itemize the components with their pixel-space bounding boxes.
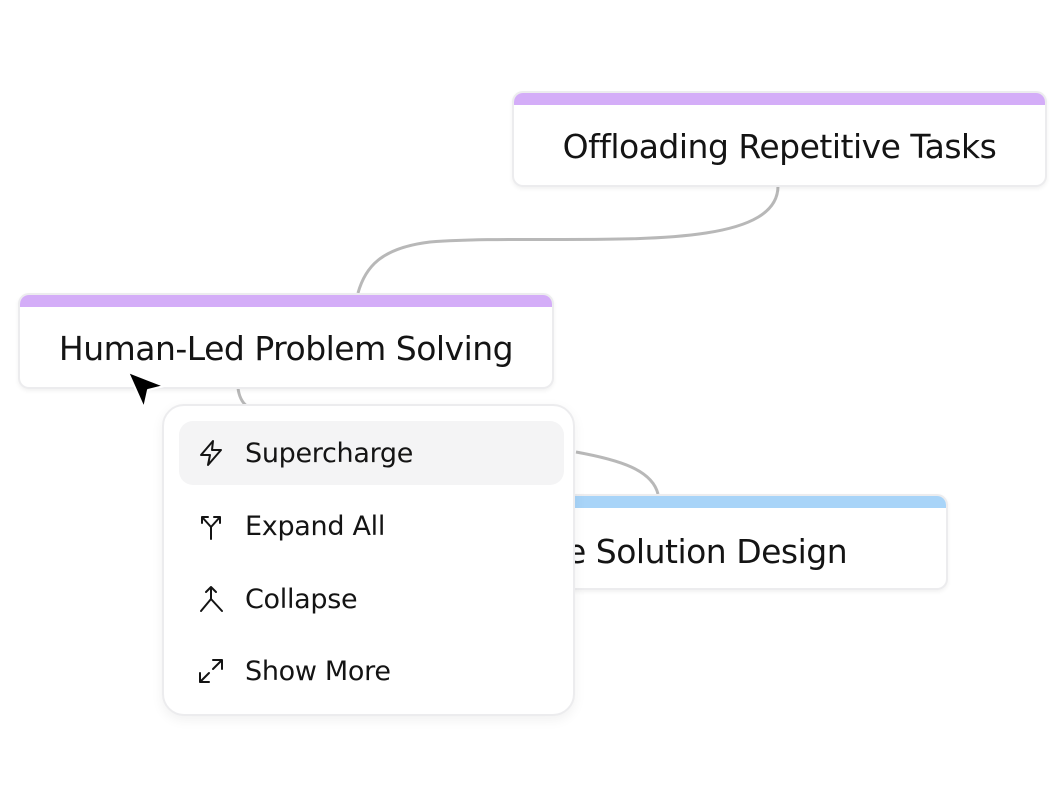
node-color-bar <box>514 93 1045 105</box>
menu-item-label: Expand All <box>245 510 386 542</box>
node-label: e Solution Design <box>566 532 848 571</box>
menu-item-expand-all[interactable]: Expand All <box>179 494 564 558</box>
diagonal-expand-icon <box>195 655 227 687</box>
node-solution-design[interactable]: e Solution Design <box>548 494 948 590</box>
connector-human-solution-tail <box>575 450 660 495</box>
node-label: Human-Led Problem Solving <box>58 329 514 368</box>
node-offloading-repetitive-tasks[interactable]: Offloading Repetitive Tasks <box>512 91 1047 187</box>
menu-item-label: Show More <box>245 655 391 687</box>
node-color-bar <box>20 295 552 307</box>
menu-item-show-more[interactable]: Show More <box>179 639 564 703</box>
menu-item-collapse[interactable]: Collapse <box>179 567 564 631</box>
menu-item-label: Collapse <box>245 583 358 615</box>
menu-item-label: Supercharge <box>245 437 414 469</box>
expand-branch-icon <box>195 510 227 542</box>
node-context-menu: Supercharge Expand All Collapse <box>162 404 575 716</box>
collapse-merge-icon <box>195 583 227 615</box>
node-color-bar <box>550 496 946 508</box>
mouse-pointer-icon <box>127 371 165 409</box>
lightning-icon <box>195 437 227 469</box>
menu-item-supercharge[interactable]: Supercharge <box>179 421 564 485</box>
node-label: Offloading Repetitive Tasks <box>562 127 997 166</box>
connector-offloading-human <box>356 185 780 294</box>
node-human-led-problem-solving[interactable]: Human-Led Problem Solving <box>18 293 554 389</box>
